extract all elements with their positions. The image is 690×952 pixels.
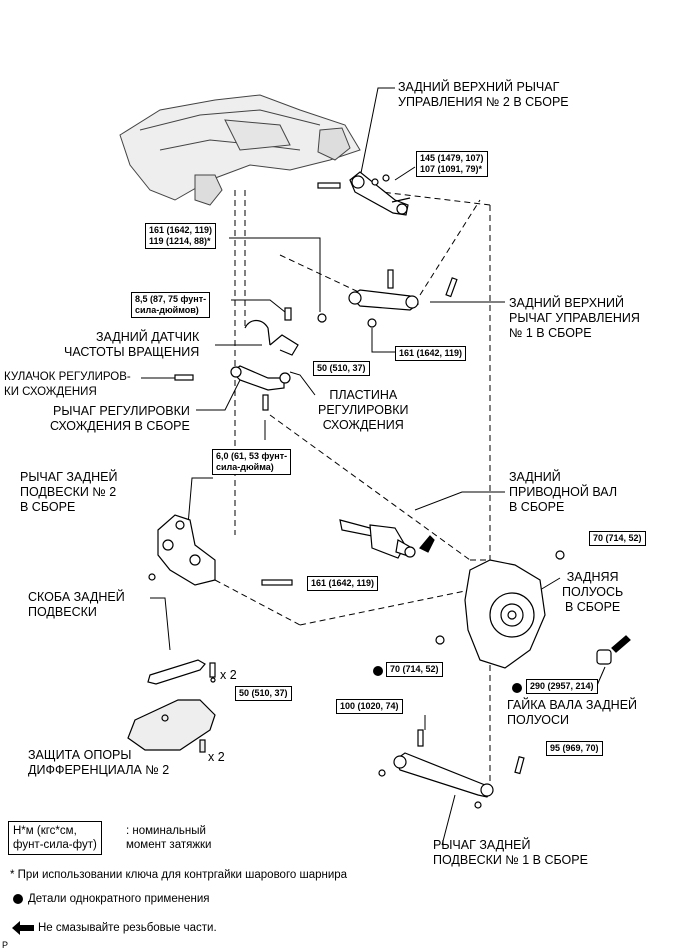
- toe-arm-drawing: [174, 365, 291, 411]
- label-axle-hub: ЗАДНЯЯ ПОЛУОСЬ В СБОРЕ: [562, 570, 624, 614]
- torque-box: 100 (1020, 74): [336, 699, 403, 714]
- legend-unit-desc: : номинальный момент затяжки: [126, 825, 212, 851]
- quantity-label: x 2: [220, 668, 237, 682]
- torque-box: 50 (510, 37): [313, 361, 370, 376]
- no-grease-arrow-icon: [12, 921, 34, 935]
- speed-sensor-drawing: [244, 307, 299, 356]
- label-toe-cam: КУЛАЧОК РЕГУЛИРОВ- КИ СХОЖДЕНИЯ: [4, 371, 131, 398]
- legend-asterisk-note: * При использовании ключа для контргайки…: [10, 869, 348, 881]
- label-axle-nut: ГАЙКА ВАЛА ЗАДНЕЙ ПОЛУОСИ: [507, 698, 638, 727]
- label-diff-guard: ЗАЩИТА ОПОРЫ ДИФФЕРЕНЦИАЛА № 2: [28, 748, 170, 777]
- torque-box: 161 (1642, 119) 119 (1214, 88)*: [145, 223, 217, 249]
- torque-box: 8,5 (87, 75 фунт- сила-дюймов): [131, 292, 211, 318]
- label-toe-plate: ПЛАСТИНА РЕГУЛИРОВКИ СХОЖДЕНИЯ: [318, 388, 409, 432]
- axle-hub-drawing: [435, 550, 565, 669]
- torque-box: 290 (2957, 214): [526, 679, 598, 694]
- label-susp-arm-1: РЫЧАГ ЗАДНЕЙ ПОДВЕСКИ № 1 В СБОРЕ: [433, 838, 588, 867]
- torque-box: 145 (1479, 107) 107 (1091, 79)*: [416, 151, 488, 177]
- upper-arm-1-drawing: [317, 269, 458, 328]
- bracket-drawing: [147, 659, 216, 685]
- legend-arrow-note: Не смазывайте резьбовые части.: [38, 922, 217, 934]
- diff-guard-drawing: [127, 699, 216, 753]
- label-susp-arm-2: РЫЧАГ ЗАДНЕЙ ПОДВЕСКИ № 2 В СБОРЕ: [20, 470, 118, 514]
- label-speed-sensor: ЗАДНИЙ ДАТЧИК ЧАСТОТЫ ВРАЩЕНИЯ: [64, 330, 200, 359]
- torque-box: 95 (969, 70): [546, 741, 603, 756]
- torque-box: 6,0 (61, 53 фунт- сила-дюйма): [212, 449, 292, 475]
- drive-shaft-drawing: [339, 519, 435, 559]
- label-upper-arm-1: ЗАДНИЙ ВЕРХНИЙ РЫЧАГ УПРАВЛЕНИЯ № 1 В СБ…: [509, 296, 640, 340]
- one-time-use-dot-icon: [13, 894, 23, 904]
- subframe-drawing: [119, 94, 361, 206]
- label-toe-arm: РЫЧАГ РЕГУЛИРОВКИ СХОЖДЕНИЯ В СБОРЕ: [50, 404, 190, 433]
- torque-box: 70 (714, 52): [589, 531, 646, 546]
- torque-box: 70 (714, 52): [386, 662, 443, 677]
- torque-box: 50 (510, 37): [235, 686, 292, 701]
- susp-arm-1-drawing: [378, 729, 525, 809]
- susp-arm-2-drawing: [148, 514, 293, 586]
- leader-lines: [134, 87, 606, 846]
- axle-nut-drawing: [596, 635, 631, 665]
- corner-mark: P: [2, 940, 9, 950]
- upper-arm-2-drawing: [317, 171, 411, 216]
- legend-dot-note: Детали однократного применения: [28, 893, 210, 905]
- torque-box: 161 (1642, 119): [395, 346, 467, 361]
- legend-unit-box: Н*м (кгс*см, фунт-сила-фут): [8, 821, 102, 855]
- one-time-use-dot-icon: [373, 666, 383, 676]
- label-upper-arm-2: ЗАДНИЙ ВЕРХНИЙ РЫЧАГ УПРАВЛЕНИЯ № 2 В СБ…: [398, 80, 569, 109]
- label-bracket: СКОБА ЗАДНЕЙ ПОДВЕСКИ: [28, 590, 125, 619]
- label-drive-shaft: ЗАДНИЙ ПРИВОДНОЙ ВАЛ В СБОРЕ: [509, 470, 618, 514]
- quantity-label: x 2: [208, 750, 225, 764]
- one-time-use-dot-icon: [512, 683, 522, 693]
- torque-box: 161 (1642, 119): [307, 576, 379, 591]
